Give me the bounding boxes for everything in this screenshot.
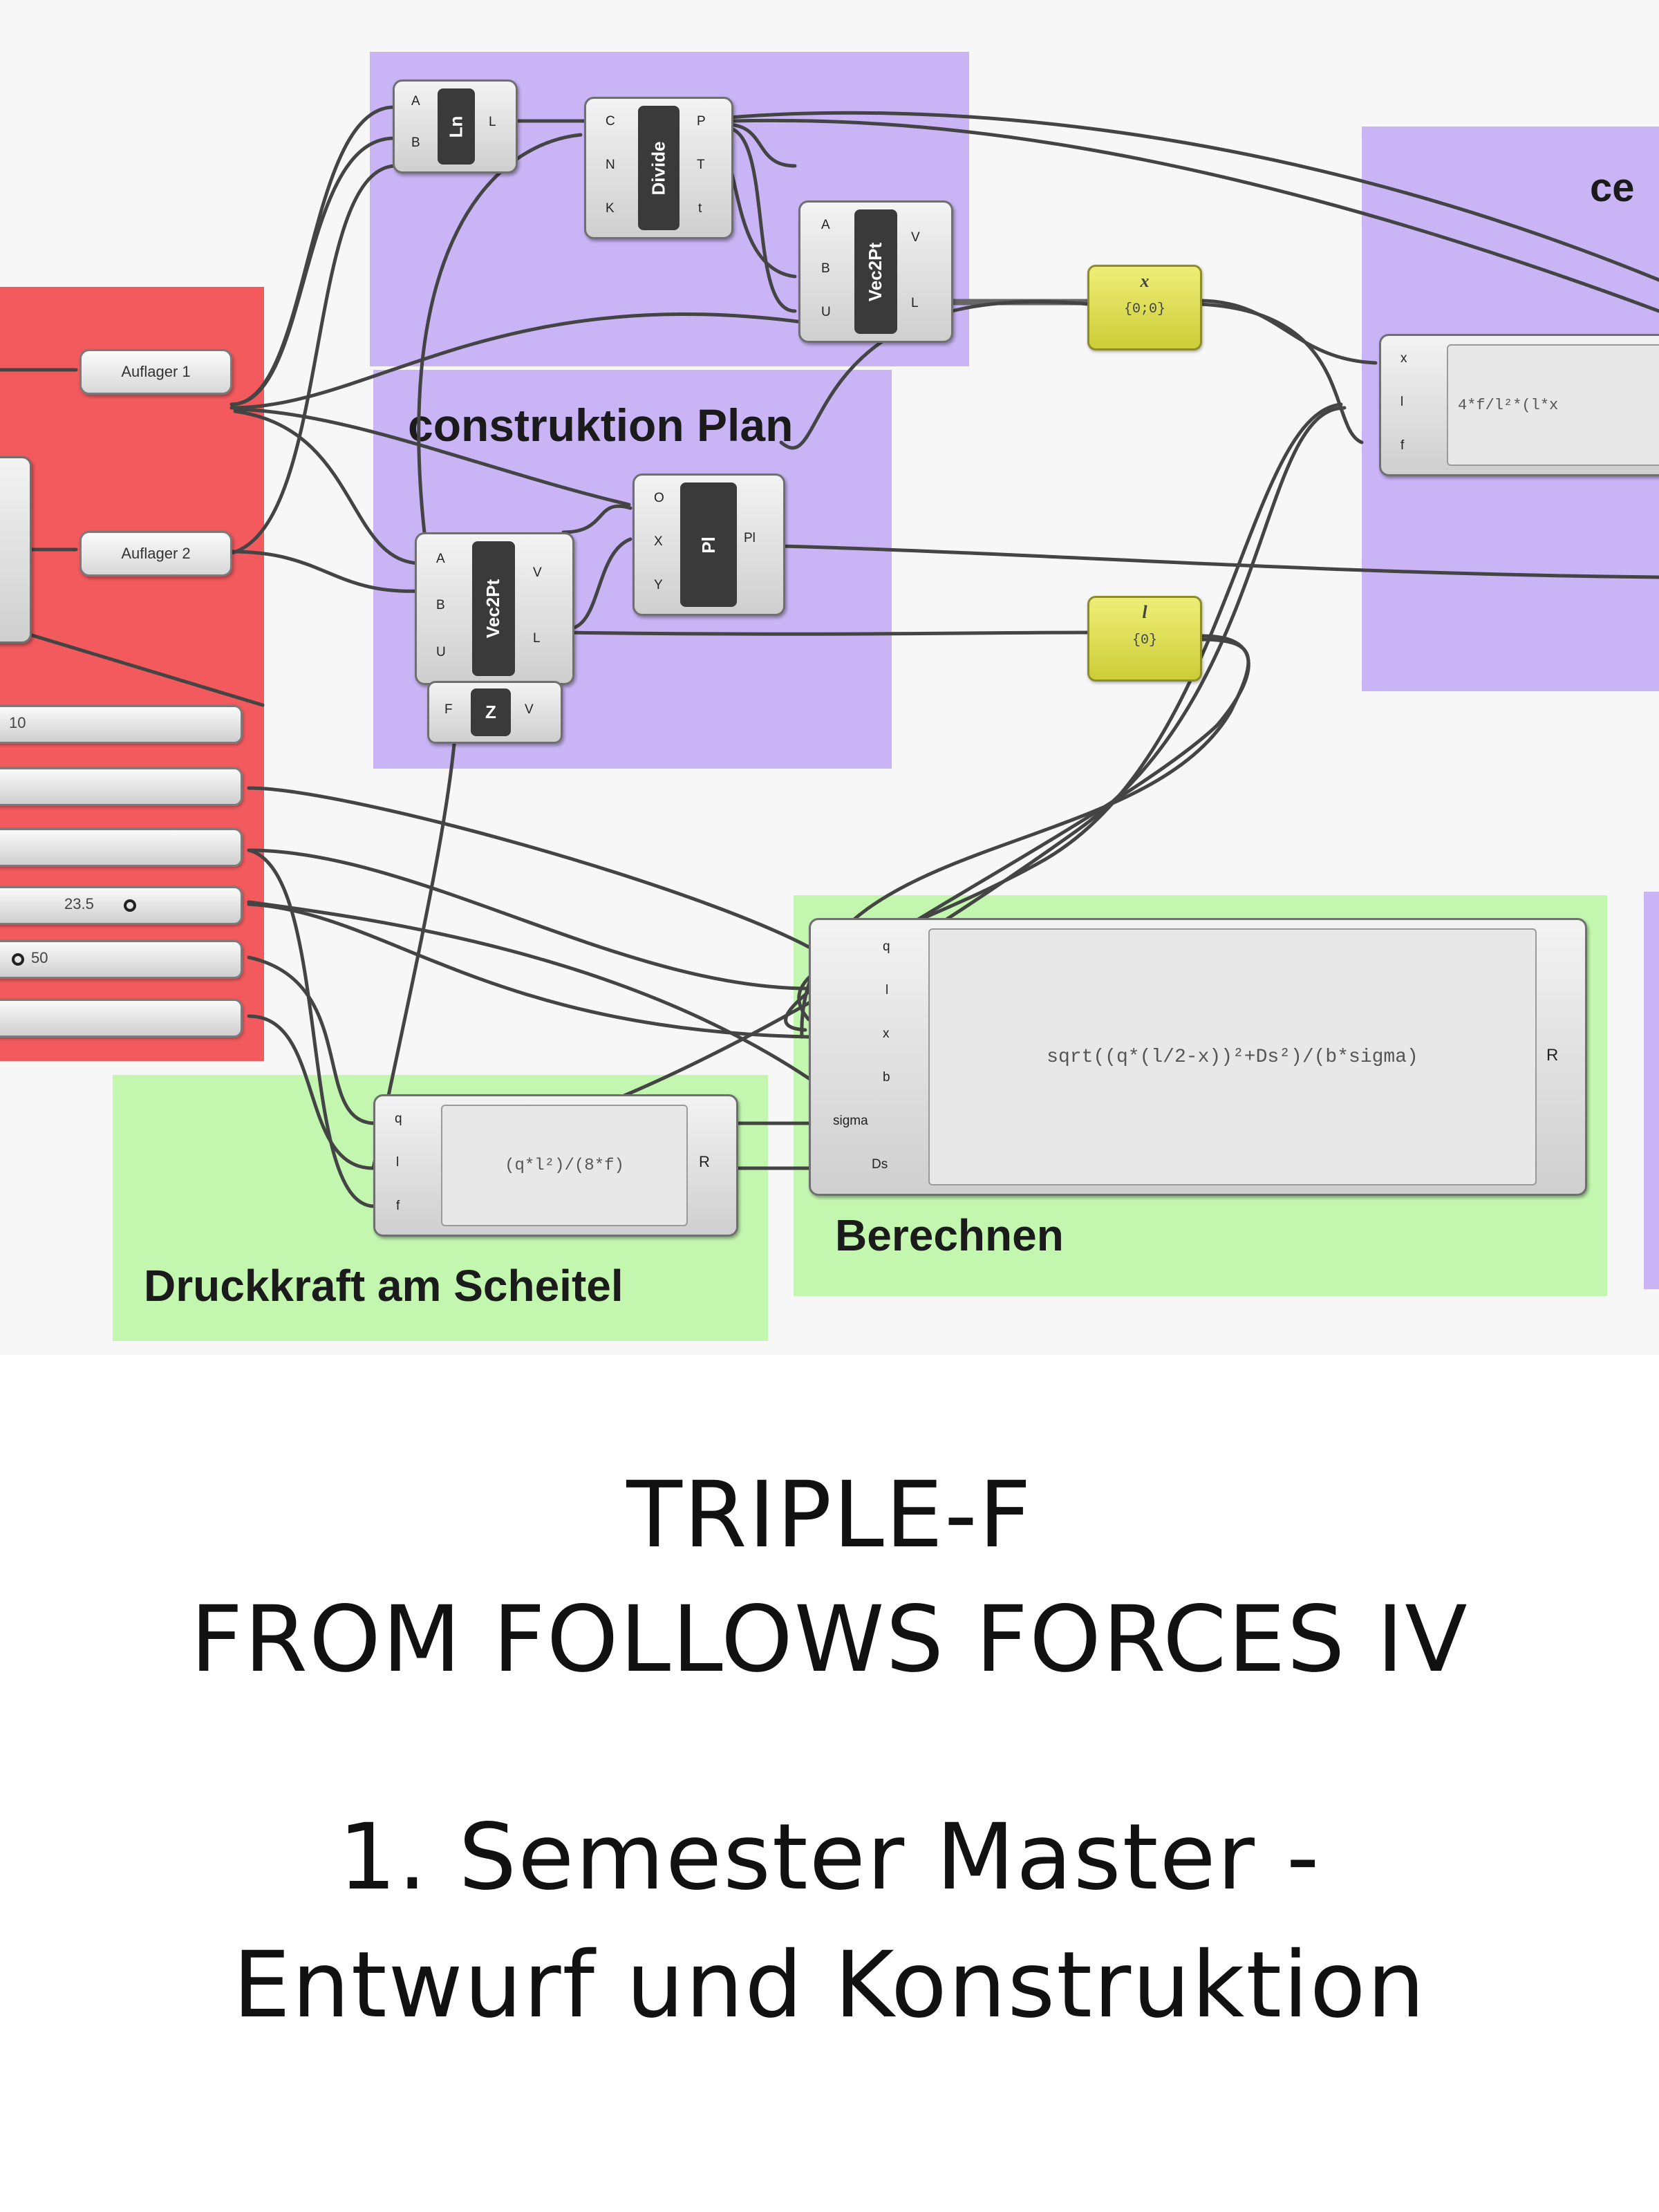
druck-input-l: l (396, 1155, 400, 1170)
berechnen-input-q: q (883, 939, 890, 954)
panel-auflager-2[interactable]: Auflager 2 (79, 531, 232, 577)
slider-6[interactable] (0, 999, 243, 1038)
berechnen-input-ds: Ds (872, 1157, 888, 1172)
parabel-input-l: l (1400, 395, 1404, 409)
z-input-f: F (444, 702, 453, 717)
divide-input-n: N (606, 158, 615, 172)
expression-berechnen[interactable]: q l x b sigma Ds sqrt((q*(l/2-x))²+Ds²)/… (809, 918, 1587, 1196)
slider-10[interactable]: 10 (0, 705, 243, 744)
slider-10-value: 10 (9, 714, 26, 731)
slider-3[interactable] (0, 828, 243, 867)
vec2pt-top-output-l: L (911, 296, 919, 310)
group-title-druckkraft: Druckkraft am Scheitel (144, 1261, 624, 1311)
vec2pt-top-input-b: B (821, 261, 830, 276)
vec2pt-plan-label: Vec2Pt (472, 541, 515, 676)
pl-component[interactable]: O X Y Pl Pl (632, 474, 785, 616)
ln-component[interactable]: A B Ln L (393, 79, 518, 174)
slider-2[interactable] (0, 767, 243, 806)
pl-label: Pl (680, 482, 737, 607)
divide-component[interactable]: C N K Divide P T t (584, 97, 733, 239)
vec2pt-plan-output-v: V (533, 565, 542, 580)
pl-input-y: Y (654, 578, 663, 592)
group-title-ce: ce (1590, 165, 1635, 210)
param-l[interactable]: l {0} (1087, 596, 1202, 682)
vec2pt-plan-component[interactable]: A B U Vec2Pt V L (415, 532, 574, 685)
slider-handle-icon[interactable] (12, 953, 24, 966)
parabel-input-f: f (1400, 438, 1405, 453)
slider-50[interactable]: 50 (0, 940, 243, 979)
param-x-name: x (1140, 271, 1150, 291)
divide-input-c: C (606, 114, 615, 129)
z-output-v: V (525, 702, 534, 717)
divide-output-t-param: t (698, 201, 702, 216)
vec2pt-top-component[interactable]: A B U Vec2Pt V L (798, 200, 953, 343)
slider-23-5[interactable]: 23.5 (0, 886, 243, 925)
parabel-input-x: x (1400, 351, 1407, 366)
vec2pt-plan-input-u: U (436, 645, 446, 659)
ln-input-b: B (411, 135, 420, 150)
z-label: Z (471, 688, 511, 736)
expression-parabel[interactable]: x l f 4*f/l²*(l*x (1379, 334, 1659, 476)
slider-23-5-value: 23.5 (64, 895, 94, 912)
z-component[interactable]: F Z V (427, 681, 563, 744)
slider-50-value: 50 (31, 949, 48, 966)
param-l-name: l (1142, 602, 1147, 622)
group-title-construktion: construktion Plan (408, 400, 794, 451)
point-component-cutoff[interactable] (0, 456, 32, 644)
ln-label: Ln (438, 88, 475, 165)
group-right-edge (1644, 892, 1659, 1289)
param-l-value: {0} (1132, 632, 1157, 648)
berechnen-formula: sqrt((q*(l/2-x))²+Ds²)/(b*sigma) (928, 928, 1537, 1185)
vec2pt-top-output-v: V (911, 230, 920, 245)
divide-label: Divide (638, 106, 679, 230)
pl-output-pl: Pl (744, 531, 756, 545)
pl-input-x: X (654, 534, 663, 549)
druck-output-r: R (699, 1153, 710, 1170)
berechnen-input-b: b (883, 1070, 890, 1085)
caption-subtitle-line-2: Entwurf und Konstruktion (232, 1932, 1427, 2038)
berechnen-input-x: x (883, 1027, 890, 1041)
slider-handle-icon[interactable] (124, 899, 136, 912)
druck-input-f: f (396, 1199, 400, 1213)
param-x-value: {0;0} (1123, 301, 1165, 317)
expression-druckkraft[interactable]: q l f (q*l²)/(8*f) R (373, 1094, 738, 1237)
caption-subtitle-line-1: 1. Semester Master - (338, 1804, 1321, 1911)
ln-output-l: L (489, 115, 496, 129)
caption-title-line-2: FROM FOLLOWS FORCES IV (190, 1586, 1469, 1693)
berechnen-input-sigma: sigma (833, 1114, 868, 1128)
vec2pt-plan-input-a: A (436, 552, 445, 566)
druck-input-q: q (395, 1112, 402, 1126)
vec2pt-top-input-u: U (821, 305, 831, 319)
berechnen-output-r: R (1546, 1046, 1559, 1065)
vec2pt-plan-output-l: L (533, 631, 541, 646)
divide-input-k: K (606, 201, 615, 216)
panel-auflager-1[interactable]: Auflager 1 (79, 349, 232, 395)
vec2pt-plan-input-b: B (436, 598, 445, 612)
vec2pt-top-input-a: A (821, 218, 830, 232)
parabel-formula: 4*f/l²*(l*x (1447, 344, 1659, 466)
druck-formula: (q*l²)/(8*f) (441, 1105, 688, 1226)
berechnen-input-l: l (885, 983, 889, 997)
pl-input-o: O (654, 491, 664, 505)
divide-output-t: T (697, 158, 705, 172)
divide-output-p: P (697, 114, 706, 129)
input-group-red (0, 287, 264, 1061)
caption-title-line-1: TRIPLE-F (626, 1462, 1033, 1568)
ln-input-a: A (411, 94, 420, 109)
grasshopper-canvas[interactable]: construktion Plan ce Druckkraft am Schei… (0, 0, 1659, 1355)
group-title-berechnen: Berechnen (835, 1210, 1064, 1260)
vec2pt-top-label: Vec2Pt (854, 209, 897, 334)
param-x[interactable]: x {0;0} (1087, 265, 1202, 350)
